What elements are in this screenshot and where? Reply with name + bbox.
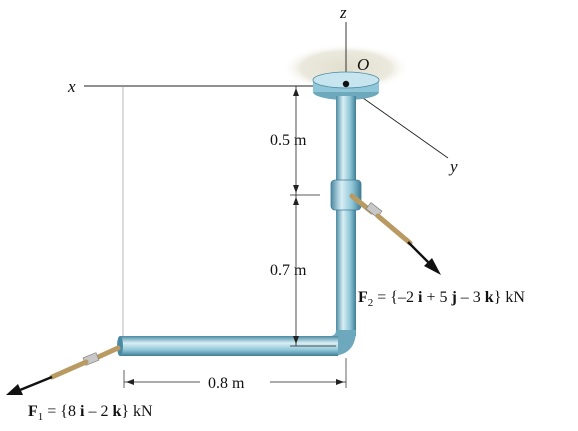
dim-label-0-8: 0.8 m [208, 375, 245, 392]
f1-i: i [80, 403, 85, 420]
pipe-collar [330, 179, 362, 211]
f1-pre: = {8 [43, 403, 80, 420]
force-f1-arrow-shaft [19, 375, 53, 392]
rope-f1 [93, 345, 121, 361]
f2-k: k [485, 289, 494, 306]
f1-symbol: F [28, 403, 38, 420]
force-f1-arrow-head [6, 384, 23, 395]
origin-label: O [357, 55, 369, 74]
horizontal-pipe [120, 336, 338, 356]
dim-arrow-3 [293, 197, 299, 205]
f1-mid1: – 2 [84, 403, 112, 420]
f2-pre: = {–2 [373, 289, 418, 306]
f2-symbol: F [358, 289, 368, 306]
f2-mid1: + 5 [422, 289, 451, 306]
dim-arrow-5 [126, 379, 134, 385]
f2-i: i [418, 289, 423, 306]
f2-j: j [450, 289, 456, 306]
force-f2-label: F2 = {–2 i + 5 j – 3 k} kN [358, 289, 525, 309]
rope-f1-end [49, 359, 89, 380]
f2-post: } kN [494, 289, 526, 306]
dim-label-0-5: 0.5 m [270, 132, 307, 149]
f1-subscript: 1 [38, 411, 44, 423]
dim-arrow-1 [293, 88, 299, 96]
force-f1-label: F1 = {8 i – 2 k} kN [28, 403, 153, 423]
force-f2-arrow-head [424, 258, 441, 275]
dim-label-0-7: 0.7 m [270, 262, 307, 279]
f1-post: } kN [121, 403, 153, 420]
dim-arrow-4 [293, 336, 299, 344]
vertical-pipe [336, 96, 356, 336]
rope-f2-end [375, 213, 413, 246]
x-axis-label: x [67, 77, 76, 96]
z-axis-label: z [339, 3, 347, 22]
f1-k: k [112, 403, 121, 420]
y-axis-label: y [448, 157, 458, 176]
origin-point [342, 80, 350, 88]
f2-mid2: – 3 [457, 289, 485, 306]
dim-arrow-2 [293, 185, 299, 193]
dim-arrow-6 [336, 379, 344, 385]
pipe-end-cap [117, 336, 123, 356]
base-plate-top [312, 71, 380, 89]
f2-subscript: 2 [368, 297, 374, 309]
